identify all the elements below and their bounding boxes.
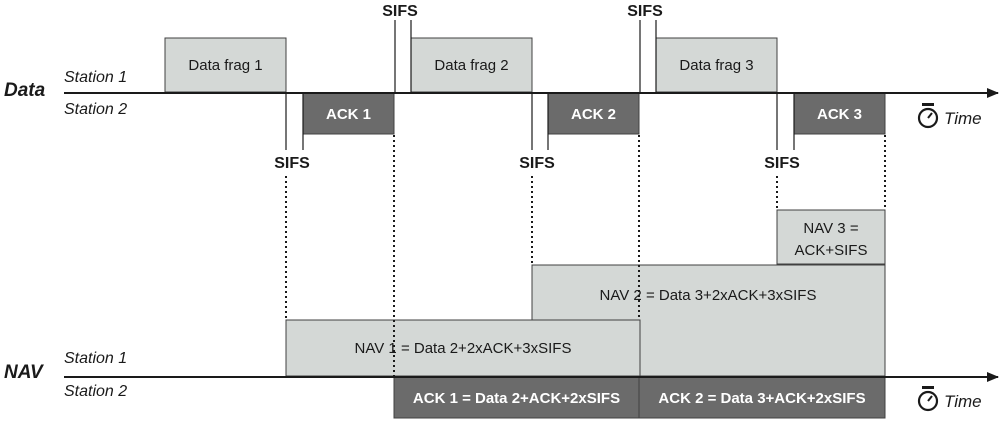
sifs-marker-lower-1: SIFS	[274, 93, 310, 172]
ack-2: ACK 2	[547, 92, 640, 135]
nav-3-line-1: NAV 3 =	[803, 220, 858, 237]
data-frag-3: Data frag 3	[655, 37, 778, 93]
stopwatch-icon	[917, 386, 939, 412]
station2-nav-ack-2-box	[638, 376, 886, 419]
nav-1-box	[285, 319, 641, 377]
data-frag-1: Data frag 1	[164, 37, 287, 93]
nav-3-box	[776, 209, 886, 265]
sifs-label-upper-1: SIFS	[382, 3, 418, 20]
station2-nav-ack-1: ACK 1 = Data 2+ACK+2xSIFS	[393, 376, 640, 419]
station2-nav-ack-1-label: ACK 1 = Data 2+ACK+2xSIFS	[413, 390, 620, 407]
data-frag-3-label: Data frag 3	[679, 57, 753, 74]
data-frag-3-box	[655, 37, 778, 93]
station2-nav-ack-1-box	[393, 376, 640, 419]
station2-nav-ack-2: ACK 2 = Data 3+ACK+2xSIFS	[638, 376, 886, 419]
nav-1-label: NAV 1 = Data 2+2xACK+3xSIFS	[355, 340, 572, 357]
ack-1-box	[302, 92, 395, 135]
nav-time-label: Time	[944, 392, 982, 411]
nav-2-label: NAV 2 = Data 3+2xACK+3xSIFS	[600, 287, 817, 304]
data-frag-2: Data frag 2	[410, 37, 533, 93]
sifs-marker-upper-1: SIFS	[382, 3, 418, 93]
data-row-label: Data	[4, 80, 46, 101]
sifs-label-lower-1: SIFS	[274, 155, 310, 172]
data-frag-1-box	[164, 37, 287, 93]
ack-3: ACK 3	[793, 92, 886, 135]
nav-station-2-label: Station 2	[64, 383, 127, 400]
sifs-marker-lower-3: SIFS	[764, 93, 800, 172]
nav-station-1-label: Station 1	[64, 350, 127, 367]
ack-1: ACK 1	[302, 92, 395, 135]
station2-nav-ack-2-label: ACK 2 = Data 3+ACK+2xSIFS	[658, 390, 865, 407]
nav-3-line-2: ACK+SIFS	[795, 242, 868, 259]
sifs-label-upper-2: SIFS	[627, 3, 663, 20]
nav-1: NAV 1 = Data 2+2xACK+3xSIFS	[285, 319, 641, 377]
data-frag-2-box	[410, 37, 533, 93]
data-frag-2-label: Data frag 2	[434, 57, 508, 74]
nav-3: NAV 3 = ACK+SIFS	[776, 209, 886, 265]
data-station-2-label: Station 2	[64, 101, 127, 118]
sifs-label-lower-2: SIFS	[519, 155, 555, 172]
data-frag-1-label: Data frag 1	[188, 57, 262, 74]
sifs-label-lower-3: SIFS	[764, 155, 800, 172]
data-station-1-label: Station 1	[64, 69, 127, 86]
ack-3-label: ACK 3	[817, 106, 862, 123]
data-time-label: Time	[944, 109, 982, 128]
ack-2-label: ACK 2	[571, 106, 616, 123]
sifs-marker-upper-2: SIFS	[627, 3, 663, 93]
ack-2-box	[547, 92, 640, 135]
nav-row-label: NAV	[4, 362, 44, 383]
ack-1-label: ACK 1	[326, 106, 371, 123]
stopwatch-icon	[917, 103, 939, 129]
sifs-marker-lower-2: SIFS	[519, 93, 555, 172]
